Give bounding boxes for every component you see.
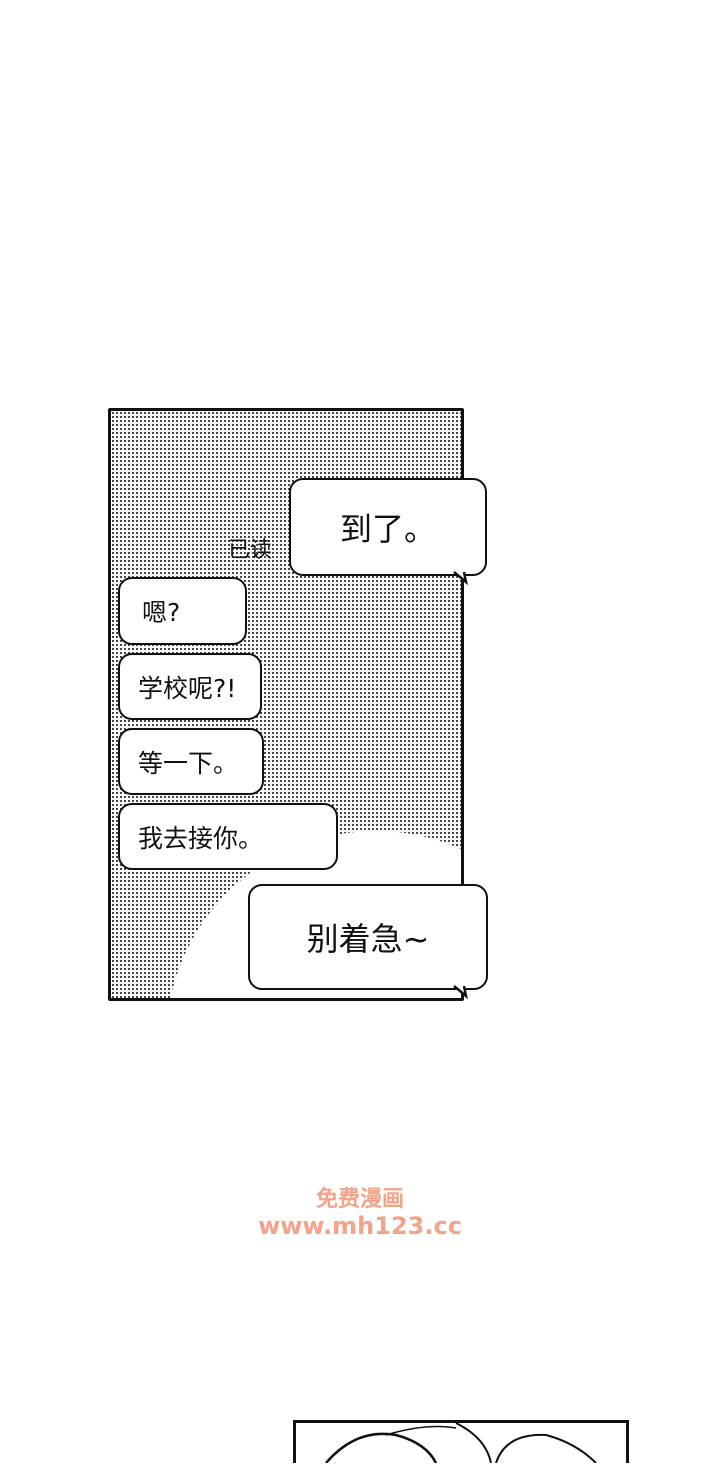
sketch-lines <box>325 1422 597 1464</box>
message-text: 别着急~ <box>306 920 430 958</box>
message-bubble-right: 别着急~ <box>248 884 488 990</box>
message-text: 等一下。 <box>138 748 239 778</box>
bubble-tail <box>453 985 468 1000</box>
watermark-line1: 免费漫画 <box>315 1187 404 1212</box>
message-bubble-left: 嗯? <box>118 577 247 645</box>
message-text: 学校呢?! <box>138 673 237 703</box>
bubble-tail <box>453 571 468 586</box>
next-panel <box>293 1420 629 1464</box>
message-bubble-left: 我去接你。 <box>118 803 338 870</box>
message-text: 到了。 <box>339 510 436 548</box>
message-text: 嗯? <box>142 598 181 627</box>
message-bubble-left: 等一下。 <box>118 728 264 795</box>
message-bubble-right: 到了。 <box>289 478 487 576</box>
message-bubble-left: 学校呢?! <box>118 653 262 720</box>
read-receipt: 已读 <box>228 538 273 563</box>
watermark-line2: www.mh123.cc <box>258 1212 462 1240</box>
message-text: 我去接你。 <box>138 823 264 853</box>
